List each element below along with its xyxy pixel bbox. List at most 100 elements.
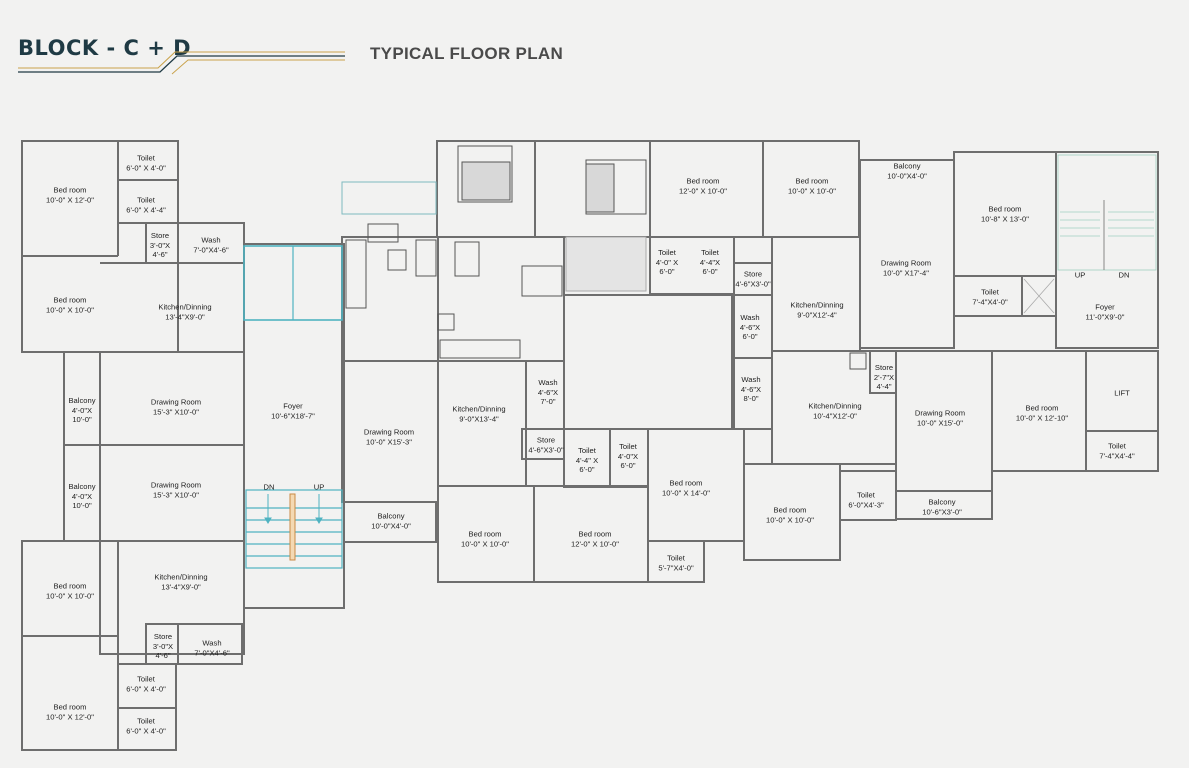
room-size: 11'-0"X9'-0" [1085,312,1125,321]
room-size: 10'-8" X 13'-0" [981,214,1029,223]
room-name: Toilet [667,553,685,563]
room-size: 10'-0"X4'-0" [887,171,927,180]
room-name: Toilet [1108,441,1126,451]
room-size: 4'-0"X 6'-0" [617,451,639,470]
room-size: 4'-0"X 10'-0" [71,405,93,424]
room-name: Bed room [578,529,612,539]
room-size: 3'-0"X 4'-6" [152,641,174,660]
room-size: 7'-4"X4'-0" [972,297,1008,306]
room-size: 3'-0"X 4'-6" [149,240,171,259]
stair-dn-label-right: DN [1118,270,1130,280]
room-size: 10'-0" X 12'-0" [46,195,94,204]
room-name: Wash [740,312,760,322]
room-size: 4'-0" X 6'-0" [655,257,679,276]
room-size: 13'-4"X9'-0" [161,582,201,591]
stair-dn-label-left: DN [263,482,275,492]
room-size: 10'-0" X 10'-0" [788,186,836,195]
room-size: 12'-0" X 10'-0" [679,186,727,195]
room-size: 10'-4"X12'-0" [813,411,857,420]
room-size: 4'-6"X3'-0" [528,445,564,454]
room-size: 4'-6"X 7'-0" [537,387,559,406]
room-name: Store [743,269,763,279]
room-size: 10'-0" X 12'-0" [46,712,94,721]
room-size: 10'-0" X15'-0" [917,418,963,427]
room-name: Wash [741,374,761,384]
room-name: Bed room [669,478,703,488]
plan-title: TYPICAL FLOOR PLAN [370,44,564,63]
room-size: 4'-4"X 6'-0" [699,257,721,276]
room-name: Store [150,230,170,240]
room-size: 15'-3" X10'-0" [153,407,199,416]
room-name: Toilet [137,195,155,205]
room-name: Balcony [893,161,921,171]
room-size: 9'-0"X13'-4" [459,414,499,423]
stair-arrows [264,494,323,524]
room-size: 7'-0"X4'-6" [193,245,229,254]
staircase-right [1023,154,1157,314]
room-name: Bed room [686,176,720,186]
furniture [341,145,867,370]
room-size: 10'-0" X 10'-0" [46,591,94,600]
room-name: Bed room [53,295,87,305]
room-size: 6'-0"X4'-3" [848,500,884,509]
room-size: 13'-4"X9'-0" [165,312,205,321]
block-title: BLOCK - C + D [18,36,192,60]
room-name: Bed room [1025,403,1059,413]
room-name: Foyer [283,401,303,411]
room-name: Kitchen/Dinning [154,572,208,582]
room-name: Toilet [857,490,875,500]
room-name: Drawing Room [880,258,932,268]
room-name: Toilet [137,153,155,163]
room-size: 7'-0"X4'-6" [194,648,230,657]
room-name: Toilet [578,445,596,455]
stair-rail [289,493,296,561]
room-size: 10'-0" X 10'-0" [46,305,94,314]
stair-up-label-right: UP [1074,270,1086,280]
room-size: 12'-0" X 10'-0" [571,539,619,548]
room-name: Store [874,362,894,372]
room-size: 6'-0" X 4'-0" [126,684,166,693]
room-name: Kitchen/Dinning [158,302,212,312]
room-size: 5'-7"X4'-0" [658,563,694,572]
room-size: 4'-4" X 6'-0" [575,455,599,474]
room-name: Bed room [468,529,502,539]
room-size: 2'-7"X 4'-4" [873,372,895,391]
room-name: Bed room [53,702,87,712]
room-size: 6'-0" X 4'-0" [126,163,166,172]
room-name: Bed room [53,185,87,195]
room-size: 10'-0" X 10'-0" [461,539,509,548]
room-size: 10'-6"X18'-7" [271,411,315,420]
room-name: Toilet [619,441,637,451]
room-size: 10'-0" X 10'-0" [766,515,814,524]
room-name: Balcony [68,395,96,405]
